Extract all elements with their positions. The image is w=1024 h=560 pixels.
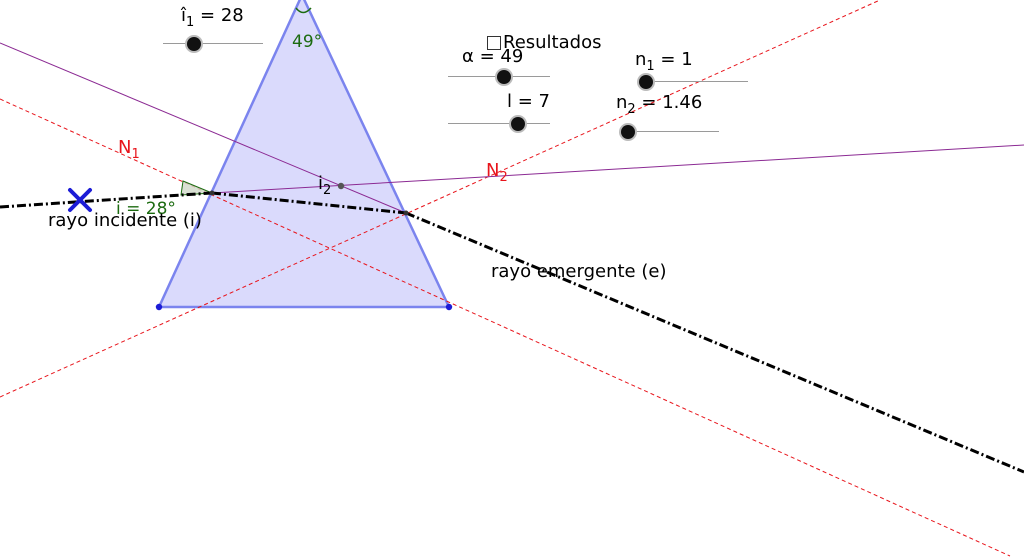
slider-l-knob[interactable] xyxy=(511,117,525,131)
emergent-ray[interactable] xyxy=(405,211,1024,474)
normal-line-1[interactable] xyxy=(0,98,1011,557)
slider-l[interactable] xyxy=(448,117,550,131)
incident-ray-label: rayo incidente (i) xyxy=(48,210,202,231)
point-i2[interactable] xyxy=(337,182,345,190)
incident-ray[interactable] xyxy=(0,191,213,209)
slider-l-track[interactable] xyxy=(448,123,550,124)
internal-ray[interactable] xyxy=(211,191,407,215)
slider-n1-label: n1 = 1 xyxy=(635,49,693,74)
incidence-angle-label: i = 28° xyxy=(116,199,176,219)
slider-n2-knob[interactable] xyxy=(621,125,635,139)
slider-n1[interactable] xyxy=(639,75,748,89)
normal-2-label: N2 xyxy=(486,160,508,185)
slider-n1-track[interactable] xyxy=(646,81,748,82)
slider-i1[interactable] xyxy=(163,37,263,51)
apex-angle-arc xyxy=(295,7,312,14)
slider-alpha-label: α = 49 xyxy=(462,46,524,67)
slider-n2-track[interactable] xyxy=(621,131,719,132)
prism-vertex-left[interactable] xyxy=(155,303,163,311)
slider-n1-knob[interactable] xyxy=(639,75,653,89)
slider-n2[interactable] xyxy=(621,125,719,139)
slider-i1-knob[interactable] xyxy=(187,37,201,51)
prism-vertex-right[interactable] xyxy=(445,303,453,311)
prism-triangle[interactable] xyxy=(157,0,451,309)
slider-alpha-knob[interactable] xyxy=(497,70,511,84)
slider-i1-track[interactable] xyxy=(163,43,263,44)
point-i2-label: i2 xyxy=(318,173,332,198)
resultados-label: Resultados xyxy=(503,32,602,53)
incidence-angle-marker xyxy=(180,180,213,196)
emergent-ray-label: rayo emergente (e) xyxy=(491,261,667,282)
slider-alpha[interactable] xyxy=(448,70,550,84)
slider-l-label: l = 7 xyxy=(507,91,550,112)
normal-1-label: N1 xyxy=(118,137,140,162)
construction-line-2[interactable] xyxy=(211,144,1024,194)
exit-point[interactable] xyxy=(403,210,409,216)
entry-point[interactable] xyxy=(209,190,215,196)
x-marker-icon[interactable] xyxy=(68,188,92,212)
slider-n2-label: n2 = 1.46 xyxy=(616,92,703,117)
slider-i1-label: î1 = 28 xyxy=(181,5,244,30)
resultados-checkbox[interactable] xyxy=(487,36,501,50)
apex-angle-label: 49° xyxy=(292,32,323,52)
resultados-toggle[interactable]: Resultados xyxy=(487,34,601,52)
